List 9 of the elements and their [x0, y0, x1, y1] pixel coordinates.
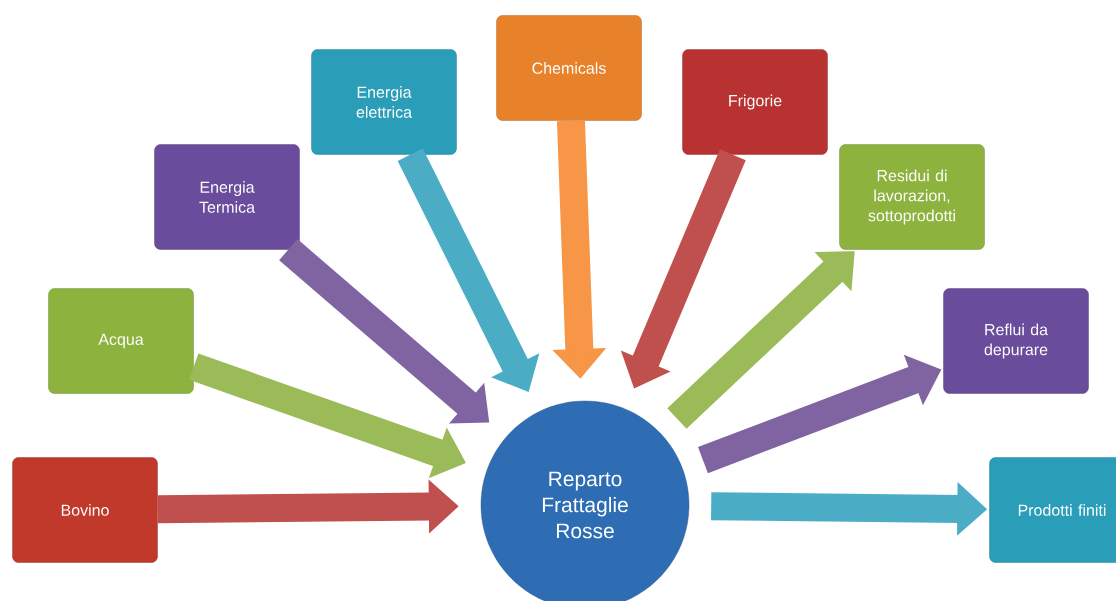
box: Acqua [48, 288, 194, 394]
box: Prodotti finiti [989, 457, 1116, 563]
box: Bovino [12, 457, 158, 563]
box: Energia Termica [154, 144, 300, 250]
box: Chemicals [496, 15, 642, 121]
box: Residui di lavorazion, sottoprodotti [839, 144, 985, 250]
box: Energia elettrica [311, 49, 457, 155]
box: Frigorie [682, 49, 828, 155]
box: Reflui da depurare [943, 288, 1089, 394]
